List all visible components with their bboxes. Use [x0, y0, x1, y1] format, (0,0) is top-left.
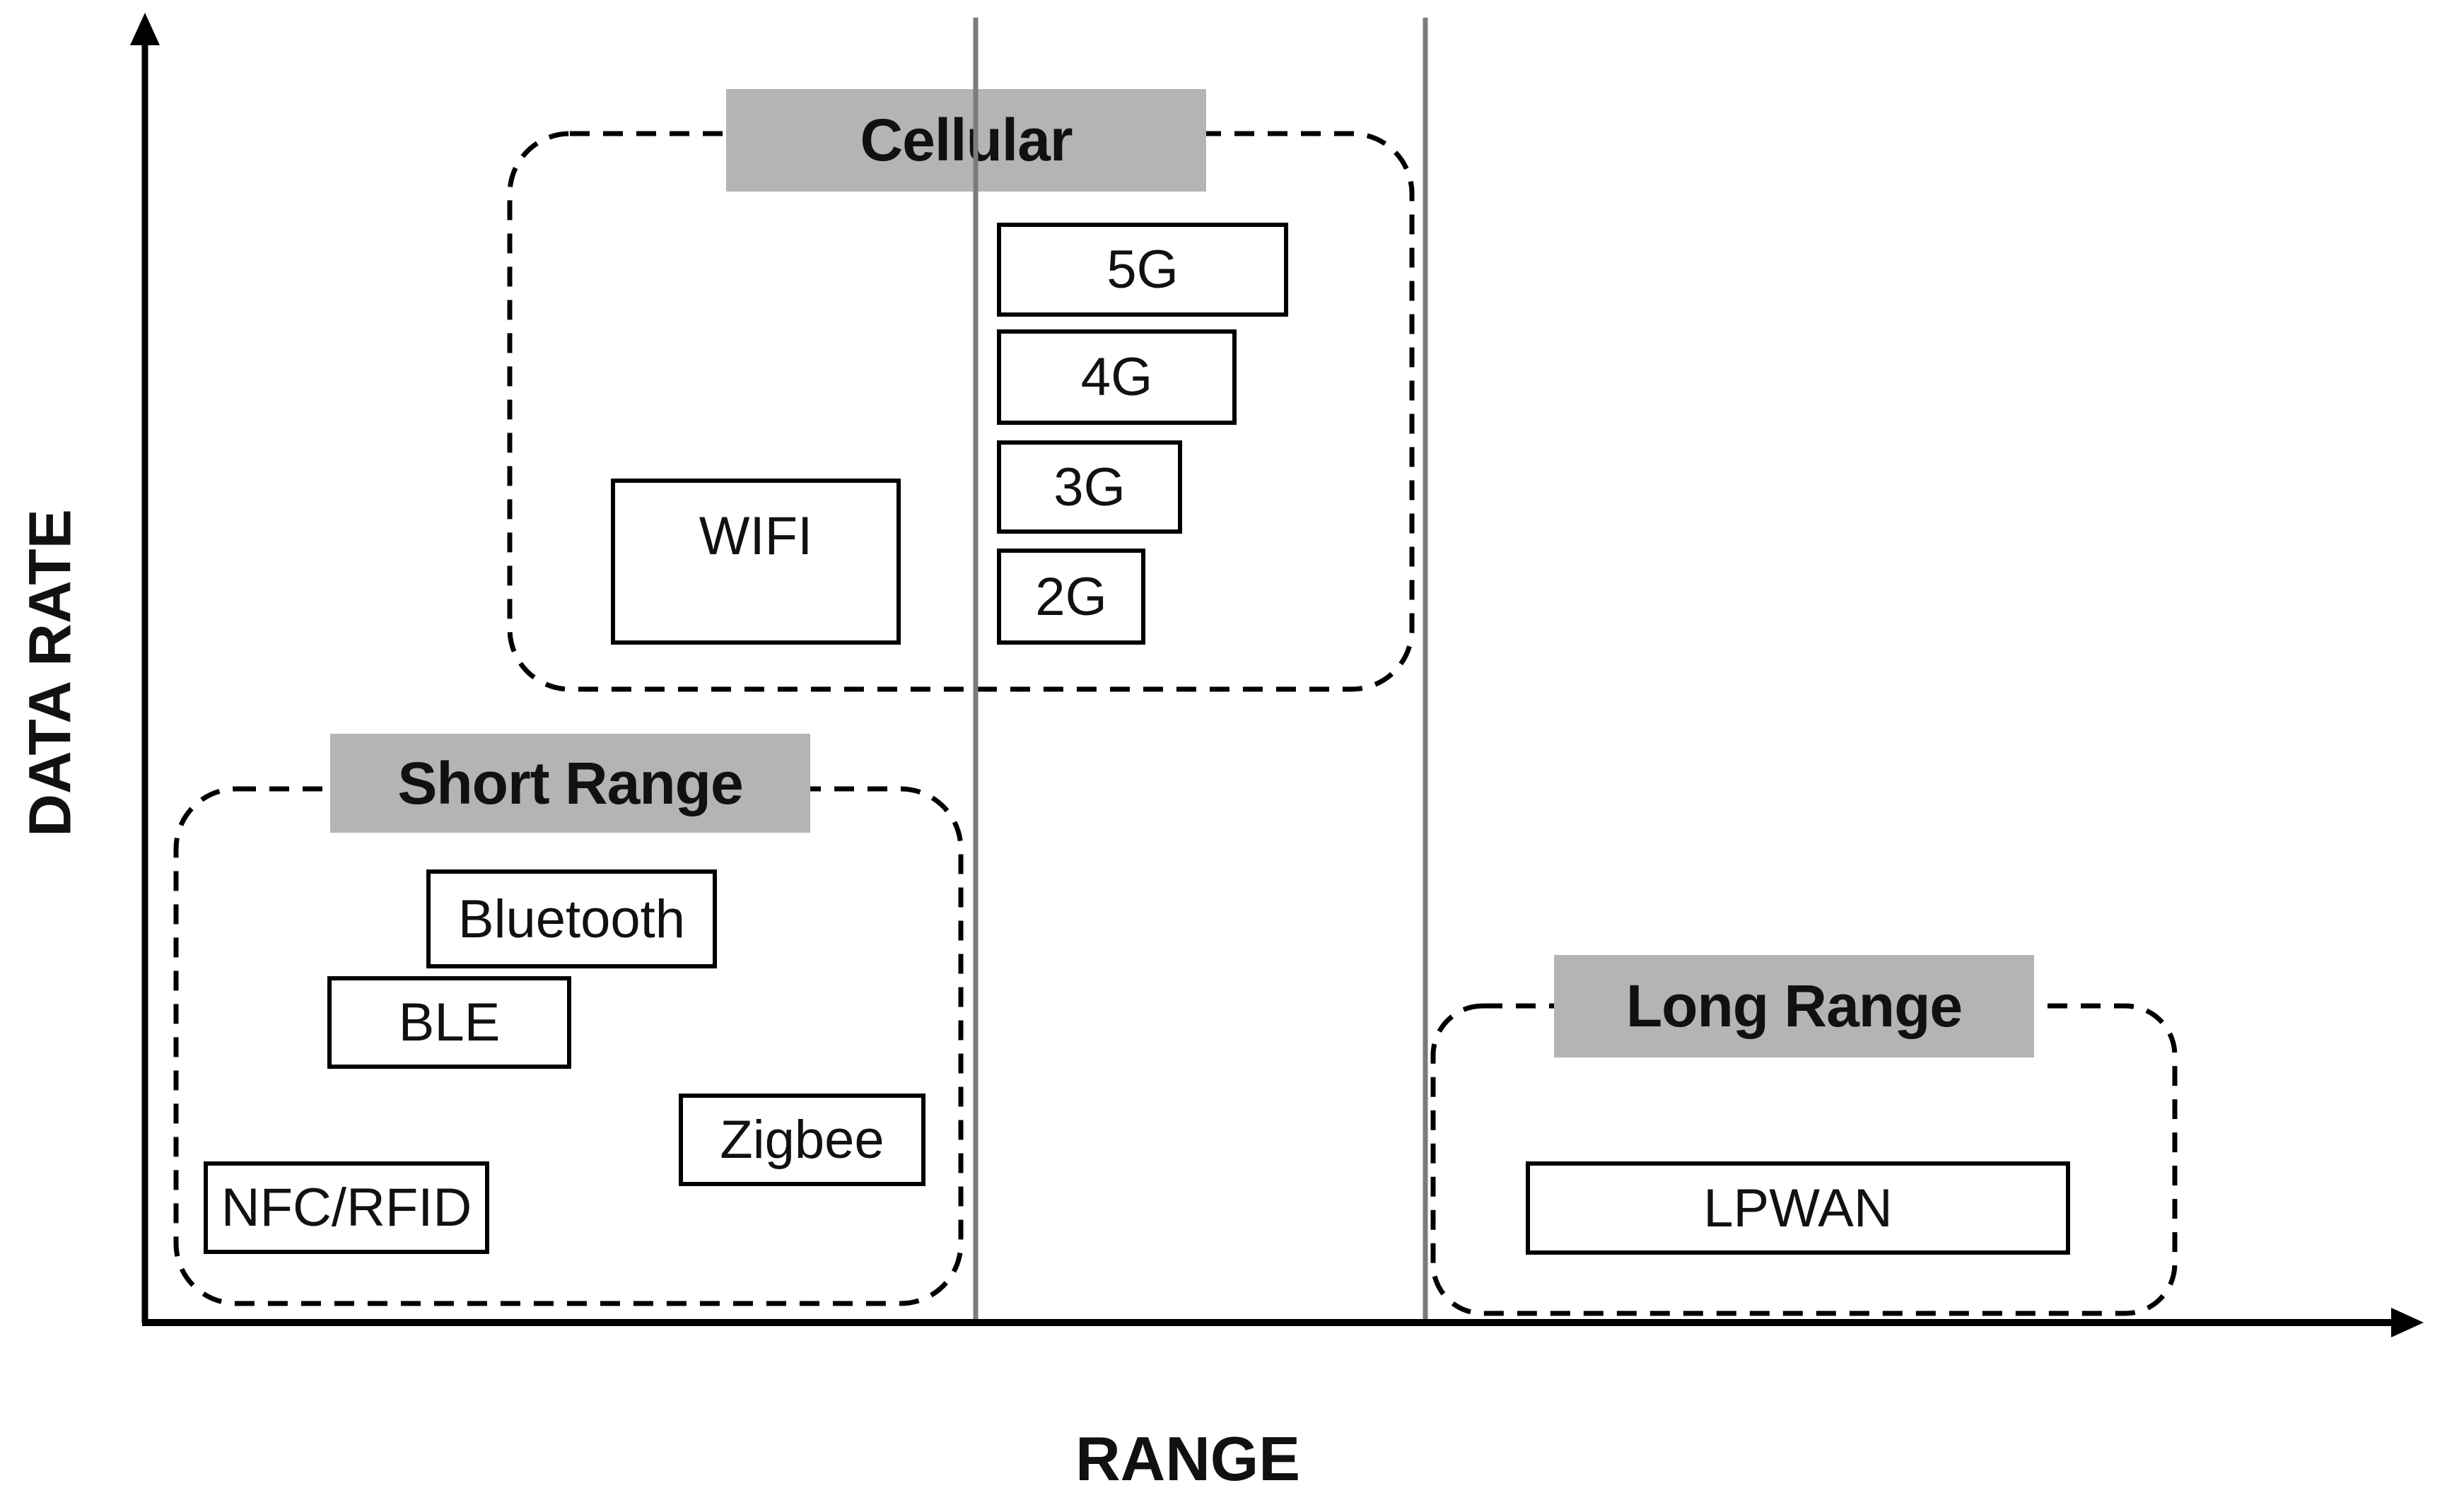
x-axis-arrowhead-icon [2391, 1308, 2424, 1337]
x-axis-title: RANGE [1075, 1424, 1300, 1494]
tech-box-3g: 3G [997, 440, 1182, 534]
cellular-group-outline [507, 131, 1415, 692]
tech-box-zigbee: Zigbee [679, 1094, 925, 1186]
tech-box-bluetooth: Bluetooth [426, 869, 717, 968]
cellular-group-label: Cellular [726, 89, 1206, 192]
tech-box-2g: 2G [997, 549, 1145, 645]
tech-box-lpwan: LPWAN [1526, 1161, 2070, 1255]
tech-box-4g: 4G [997, 329, 1237, 425]
long-range-group-label: Long Range [1554, 955, 2034, 1057]
y-axis-title: DATA RATE [16, 509, 83, 837]
short-range-group-label: Short Range [330, 734, 810, 833]
tech-box-ble: BLE [327, 976, 571, 1069]
tech-box-5g: 5G [997, 223, 1288, 317]
tech-box-wifi: WIFI [611, 479, 901, 645]
tech-box-nfc-rfid: NFC/RFID [204, 1161, 489, 1254]
long-range-group-outline [1430, 1003, 2178, 1316]
y-axis-arrowhead-icon [130, 13, 160, 45]
